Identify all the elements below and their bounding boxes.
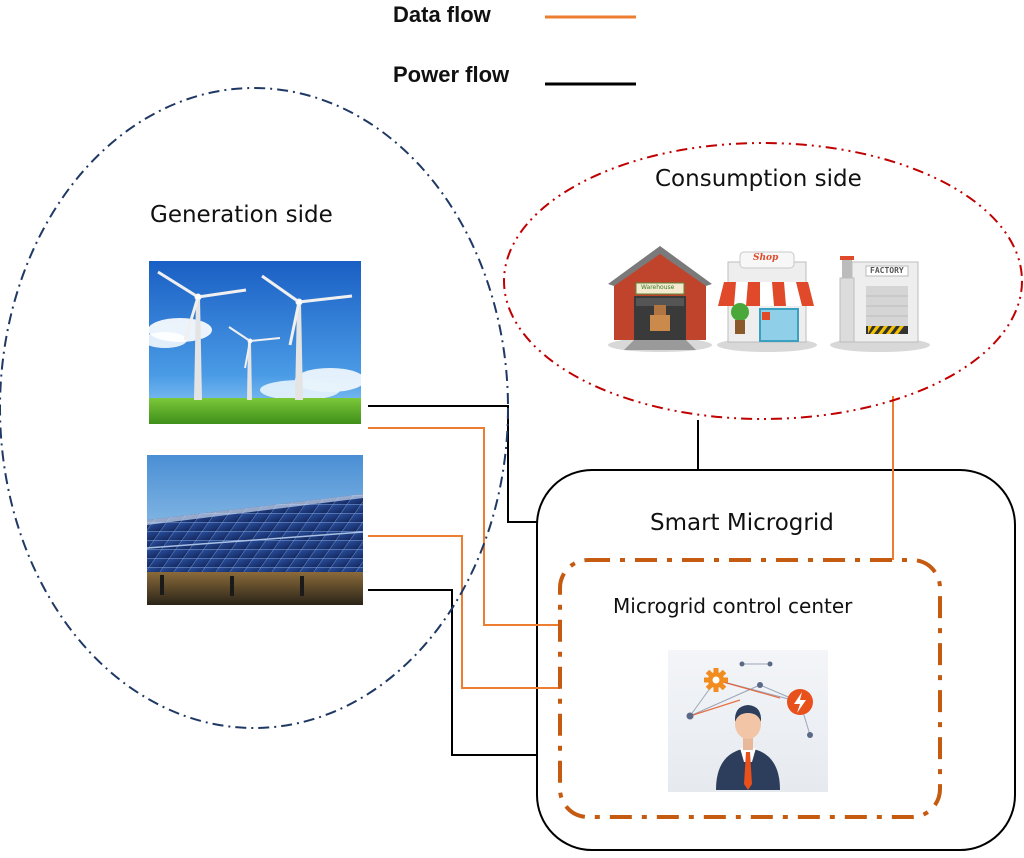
data-line-solar xyxy=(368,535,560,689)
factory-sign: FACTORY xyxy=(870,266,904,275)
warehouse-icon xyxy=(608,246,712,352)
generation-side-ellipse xyxy=(0,87,509,729)
power-line-solar xyxy=(368,589,537,756)
shop-sign: Shop xyxy=(753,253,779,263)
control-center-label: Microgrid control center xyxy=(613,594,853,618)
consumption-side-label: Consumption side xyxy=(655,166,862,192)
shop-icon xyxy=(717,251,817,352)
legend-data-flow-label: Data flow xyxy=(393,2,491,27)
data-line-wind xyxy=(368,427,560,626)
generation-side-label: Generation side xyxy=(150,202,333,228)
factory-icon xyxy=(830,256,930,352)
wind-turbine-photo xyxy=(143,261,365,424)
operator-gear-lightning-icon xyxy=(668,650,828,792)
solar-panel-photo xyxy=(146,455,364,605)
control-center-box xyxy=(558,558,942,819)
legend-power-flow-label: Power flow xyxy=(393,62,510,87)
power-flow-lines xyxy=(368,405,699,756)
power-line-wind xyxy=(368,405,537,523)
smart-microgrid-title: Smart Microgrid xyxy=(650,510,834,536)
data-flow-lines xyxy=(368,396,894,689)
consumption-side-ellipse xyxy=(503,142,1023,420)
warehouse-sign: Warehouse xyxy=(641,284,675,291)
